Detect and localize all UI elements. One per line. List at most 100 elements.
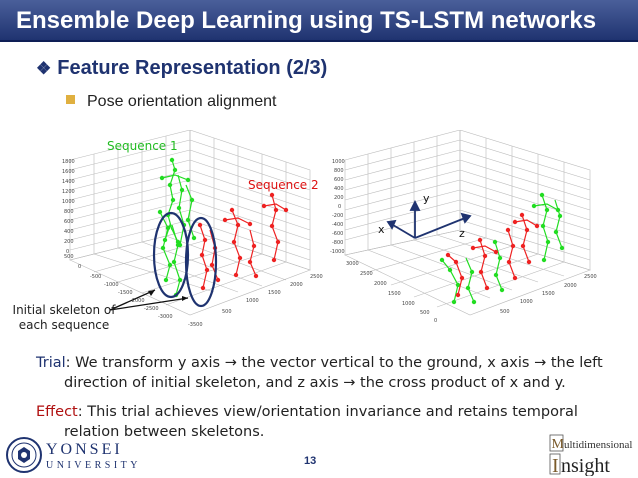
yonsei-name: YONSEI	[46, 441, 123, 458]
figure-svg: 1800 1600 1400 1200 1000 800 600 400 200…	[62, 129, 597, 328]
yonsei-seal-icon	[6, 437, 42, 473]
left-tick-1200: 1200	[62, 189, 75, 195]
left-br-tick-2: 1000	[246, 298, 259, 304]
right-tick-10: -800	[332, 240, 343, 246]
left-br-tick-3: 1500	[268, 290, 281, 296]
left-plot	[69, 129, 311, 316]
right-red-skeletons	[445, 212, 540, 298]
right-bl-tick-7: 0	[434, 318, 437, 324]
left-bl-tick-6: -3000	[158, 314, 173, 320]
bullet-item: Pose orientation alignment	[66, 93, 276, 111]
y-arrowhead-icon	[409, 199, 421, 211]
axis-label-z: z	[459, 227, 465, 240]
yonsei-logo-text: YONSEI UNIVERSITY	[46, 442, 141, 474]
left-br-tick-5: 2500	[310, 274, 323, 280]
right-bl-tick-2: 2500	[360, 271, 373, 277]
trial-line1: : We transform y axis → the vector verti…	[65, 355, 603, 371]
left-bl-tick-2: -1000	[104, 282, 119, 288]
left-plot-floor	[69, 229, 311, 316]
svg-text:I: I	[552, 455, 559, 476]
left-br-tick-4: 2000	[290, 282, 303, 288]
figure: 1800 1600 1400 1200 1000 800 600 400 200…	[10, 129, 630, 345]
left-bl-tick-5: -2500	[144, 306, 159, 312]
right-plot-ticks: 1000 800 600 400 200 0 -200 -400 -600 -8…	[330, 159, 597, 324]
right-tick-2: 800	[334, 168, 344, 174]
left-bl-tick-1: -500	[90, 274, 101, 280]
axis-label-x: x	[378, 223, 385, 236]
left-tick-800: 800	[64, 209, 74, 215]
axis-label-y: y	[423, 192, 430, 205]
bullet-text: Pose orientation alignment	[87, 93, 277, 110]
left-br-tick-1: 500	[222, 309, 232, 315]
caption: Initial skeleton of each sequence	[8, 303, 120, 333]
left-tick-1000: 1000	[62, 199, 75, 205]
left-tick-600: 600	[64, 219, 74, 225]
right-tick-4: 400	[334, 186, 344, 192]
trial-label: Trial	[36, 355, 66, 371]
right-br-tick-5: 2500	[584, 274, 597, 280]
initial-skeleton-circle-1	[152, 211, 190, 299]
effect-line1: : This trial achieves view/orientation i…	[77, 404, 578, 420]
z-arrowhead-icon	[460, 212, 472, 224]
right-green-skeletons	[439, 192, 565, 305]
left-z-tick-500: 500	[64, 254, 74, 260]
caption-arrowhead-1	[148, 290, 155, 296]
yonsei-sub: UNIVERSITY	[46, 460, 141, 471]
axes-overlay	[386, 199, 472, 239]
right-bl-tick-6: 500	[420, 310, 430, 316]
caption-arrow-1	[109, 289, 156, 311]
right-tick-8: -400	[332, 222, 343, 228]
caption-arrow-2	[109, 297, 189, 311]
effect-paragraph: Effect: This trial achieves view/orienta…	[36, 402, 578, 442]
svg-text:M: M	[552, 437, 565, 452]
caption-line1: Initial skeleton of	[12, 303, 116, 317]
title-bar: Ensemble Deep Learning using TS-LSTM net…	[0, 0, 638, 42]
x-axis-line	[392, 224, 416, 239]
left-tick-1600: 1600	[62, 169, 75, 175]
left-z-tick-0: 0	[78, 264, 81, 270]
caption-line2: each sequence	[18, 318, 110, 332]
left-tick-1800: 1800	[62, 159, 75, 165]
svg-text:ultidimensional: ultidimensional	[564, 439, 632, 451]
left-bl-tick-4: -2000	[130, 298, 145, 304]
effect-label: Effect	[36, 404, 78, 420]
caption-arrowhead-2	[182, 296, 188, 301]
trial-paragraph: Trial: We transform y axis → the vector …	[36, 353, 603, 393]
sequence2-label: Sequence 2	[248, 178, 319, 192]
diamond-bullet-icon: ❖	[36, 59, 52, 78]
right-tick-11: -1000	[330, 249, 345, 255]
left-red-skeletons	[197, 192, 289, 291]
effect-line2: relation between skeletons.	[64, 424, 265, 440]
right-bl-tick-1: 3000	[346, 261, 359, 267]
right-br-tick-2: 1000	[520, 299, 533, 305]
right-br-tick-1: 500	[500, 309, 510, 315]
right-br-tick-4: 2000	[564, 283, 577, 289]
left-tick-0: 0	[66, 249, 69, 255]
left-bl-tick-3: -1500	[118, 290, 133, 296]
slide-title: Ensemble Deep Learning using TS-LSTM net…	[16, 7, 597, 34]
right-tick-7: -200	[332, 213, 343, 219]
right-plot-floor	[344, 229, 591, 316]
left-bl-tick-7: -3500	[188, 322, 203, 328]
svg-text:nsight: nsight	[561, 455, 610, 476]
right-tick-3: 600	[334, 177, 344, 183]
page-number: 13	[304, 455, 317, 467]
multidimensional-insight-logo: M ultidimensional I nsight	[549, 434, 632, 476]
right-bl-tick-3: 2000	[374, 281, 387, 287]
section-heading: ❖Feature Representation (2/3)	[36, 57, 327, 80]
trial-line2: direction of initial skeleton, and z axi…	[64, 375, 566, 391]
x-arrowhead-icon	[386, 219, 397, 230]
left-tick-200: 200	[64, 239, 74, 245]
right-tick-9: -600	[332, 231, 343, 237]
right-br-tick-3: 1500	[542, 291, 555, 297]
left-tick-400: 400	[64, 229, 74, 235]
left-tick-1400: 1400	[62, 179, 75, 185]
right-tick-5: 200	[334, 195, 344, 201]
initial-skeleton-circle-2	[184, 216, 218, 308]
z-axis-line	[414, 217, 466, 239]
right-plot-back-wall	[344, 129, 461, 256]
sequence1-label: Sequence 1	[107, 139, 178, 153]
right-bl-tick-5: 1000	[402, 301, 415, 307]
square-bullet-icon	[66, 95, 75, 105]
right-tick-1: 1000	[332, 159, 345, 165]
